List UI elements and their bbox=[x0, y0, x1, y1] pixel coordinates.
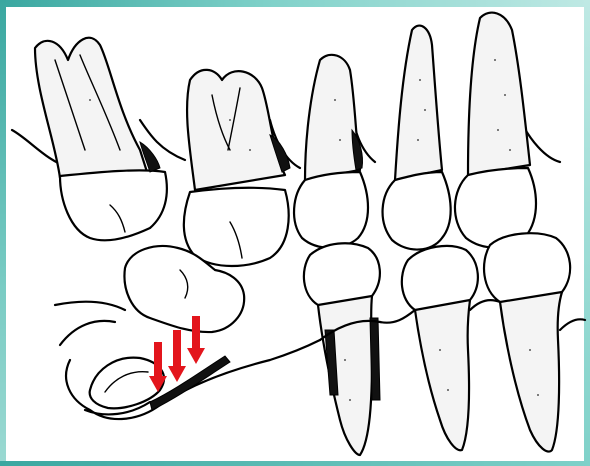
lower-premolar-1 bbox=[304, 243, 380, 455]
lower-premolar-2 bbox=[402, 246, 478, 450]
upper-molar-2-crown bbox=[184, 188, 289, 266]
upper-molar-1-crown bbox=[60, 170, 167, 240]
upper-premolar-1 bbox=[294, 55, 368, 248]
lower-canine bbox=[484, 233, 570, 451]
red-arrow-2 bbox=[168, 330, 186, 382]
upper-canine bbox=[455, 13, 536, 248]
upper-premolar-2 bbox=[383, 26, 451, 250]
upper-molar-1 bbox=[35, 38, 167, 241]
upper-molar-2 bbox=[184, 70, 290, 266]
